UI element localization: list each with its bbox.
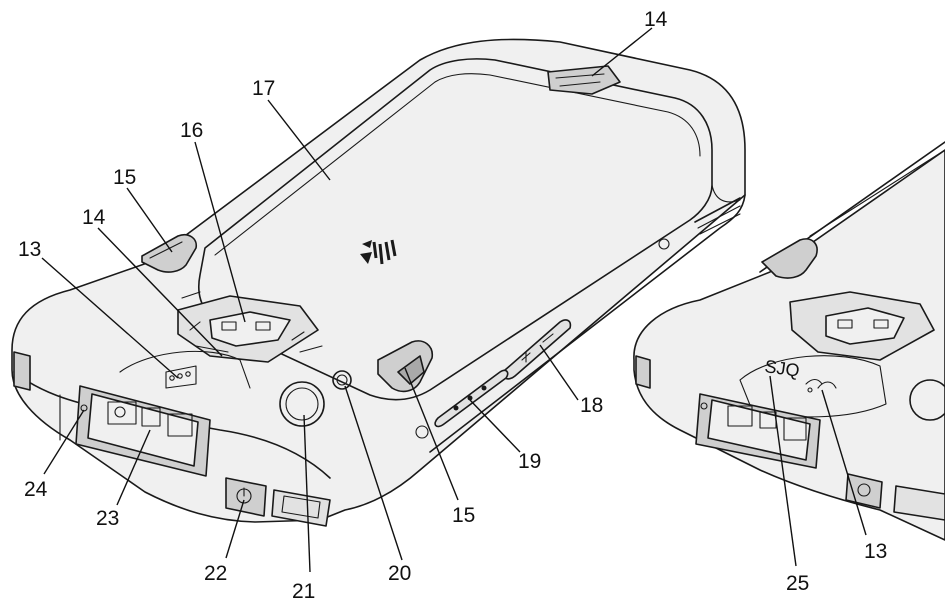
callout-16: 16 xyxy=(180,119,203,142)
bottom-slot xyxy=(271,489,331,527)
strap-clip-right xyxy=(377,340,434,393)
leader-24 xyxy=(43,409,85,475)
rear-connector xyxy=(177,291,323,363)
callout-19: 19 xyxy=(518,450,541,473)
leader-23 xyxy=(116,429,151,506)
leader-19 xyxy=(469,399,521,453)
leader-13-left xyxy=(41,257,179,379)
leader-14-left xyxy=(97,227,223,357)
callout-14-top: 14 xyxy=(644,8,668,31)
zebra-logo xyxy=(360,239,397,265)
leader-17 xyxy=(267,99,331,181)
callout-labels: 14 17 16 15 14 13 18 19 15 20 21 22 23 2… xyxy=(18,8,887,603)
callout-21: 21 xyxy=(292,580,315,603)
rear-camera xyxy=(279,381,325,427)
callout-24: 24 xyxy=(24,478,48,501)
camera-flash xyxy=(332,370,352,390)
microphone-ports xyxy=(119,350,251,389)
strap-clip-left xyxy=(141,233,198,273)
callout-14-left: 14 xyxy=(82,206,106,229)
leader-13-inset xyxy=(821,389,867,536)
left-side-button xyxy=(13,351,88,412)
side-contacts xyxy=(434,369,509,428)
leader-18 xyxy=(539,344,579,401)
callout-20: 20 xyxy=(388,562,411,585)
device-body xyxy=(11,38,746,523)
callout-23: 23 xyxy=(96,507,119,530)
leader-16 xyxy=(194,141,246,323)
leader-20 xyxy=(344,385,403,561)
callout-13-inset: 13 xyxy=(864,540,887,563)
leader-15-left xyxy=(126,187,173,253)
scan-window xyxy=(75,385,211,477)
power-button xyxy=(225,477,267,517)
inset-device: SJQ xyxy=(633,141,945,541)
callout-25: 25 xyxy=(786,572,809,595)
callout-18: 18 xyxy=(580,394,603,417)
main-device xyxy=(11,38,746,527)
callout-15-bottom: 15 xyxy=(452,504,475,527)
top-connector-slot xyxy=(547,65,621,95)
leader-21 xyxy=(303,414,311,573)
leader-25 xyxy=(769,375,797,567)
leader-14-top xyxy=(591,27,653,77)
leader-lines xyxy=(41,27,867,573)
callout-17: 17 xyxy=(252,77,275,100)
side-vent xyxy=(694,197,741,235)
leader-22 xyxy=(225,499,245,559)
callout-22: 22 xyxy=(204,562,227,585)
callout-15-left: 15 xyxy=(113,166,136,189)
callout-13-left: 13 xyxy=(18,238,41,261)
leader-15-bottom xyxy=(404,367,459,501)
